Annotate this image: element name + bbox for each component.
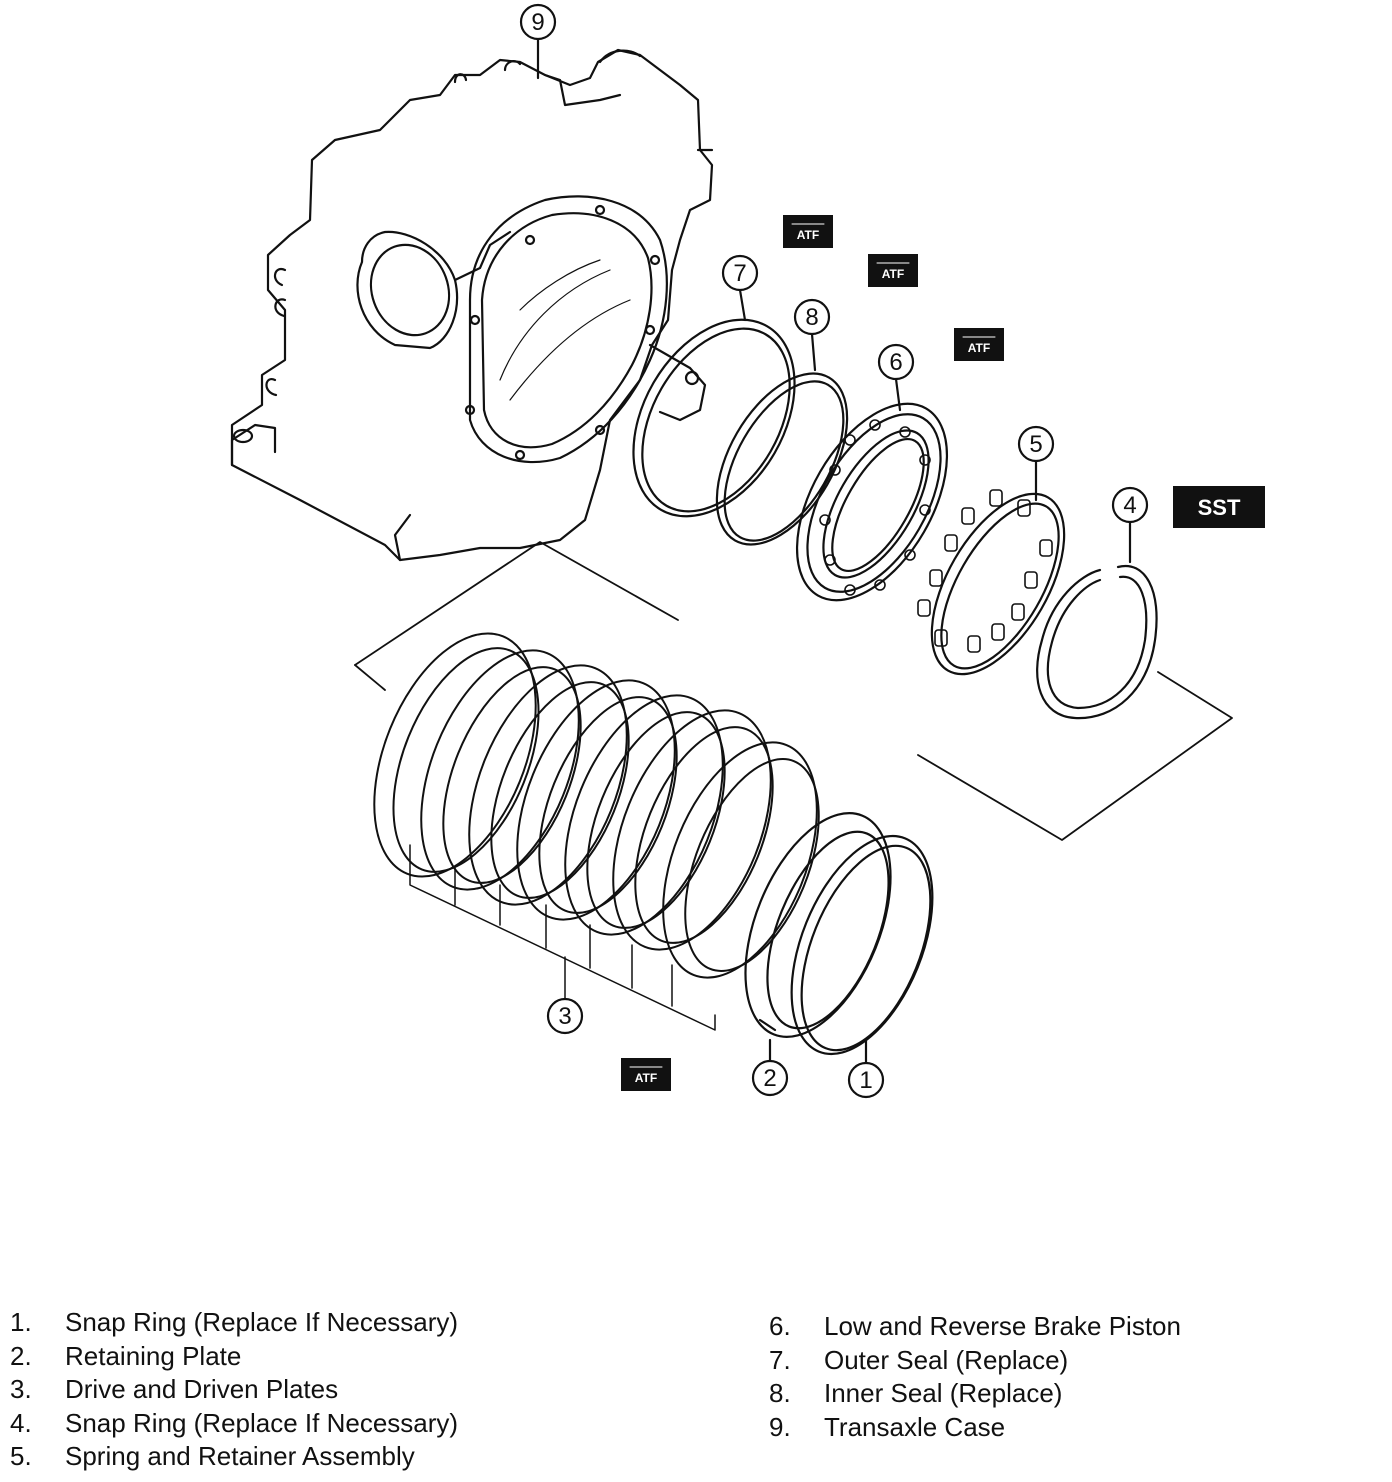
svg-text:2: 2 bbox=[763, 1065, 776, 1092]
svg-text:8: 8 bbox=[805, 304, 818, 331]
legend-number: 2. bbox=[10, 1340, 32, 1371]
svg-text:ATF: ATF bbox=[882, 267, 904, 281]
callout-6: 6 bbox=[877, 343, 915, 412]
svg-text:3: 3 bbox=[558, 1003, 571, 1030]
legend-number: 5. bbox=[10, 1441, 32, 1471]
legend-number: 6. bbox=[769, 1311, 791, 1341]
legend-text: Transaxle Case bbox=[824, 1411, 1006, 1442]
legend-number: 1. bbox=[10, 1307, 32, 1337]
legend-number: 8. bbox=[769, 1378, 791, 1408]
svg-text:ATF: ATF bbox=[797, 228, 819, 242]
legend-text: Snap Ring (Replace If Necessary) bbox=[65, 1407, 459, 1438]
legend-text: Retaining Plate bbox=[65, 1340, 242, 1371]
legend-text: Low and Reverse Brake Piston bbox=[824, 1311, 1181, 1341]
inner-seal bbox=[715, 372, 849, 546]
svg-text:4: 4 bbox=[1123, 492, 1136, 519]
svg-text:7: 7 bbox=[733, 260, 746, 287]
group-bracket bbox=[354, 541, 1233, 841]
legend-number: 3. bbox=[10, 1374, 32, 1404]
svg-text:6: 6 bbox=[889, 349, 902, 376]
legend-item: 7. Outer Seal (Replace) bbox=[769, 1344, 1181, 1378]
legend-left: 1. Snap Ring (Replace If Necessary) 2. Ret… bbox=[10, 1306, 458, 1474]
legend-text: Spring and Retainer Assembly bbox=[65, 1441, 415, 1471]
legend-text: Snap Ring (Replace If Necessary) bbox=[65, 1307, 459, 1337]
snap-ring-4 bbox=[1036, 564, 1158, 720]
svg-text:5: 5 bbox=[1029, 431, 1042, 458]
legend-text: Inner Seal (Replace) bbox=[824, 1378, 1063, 1408]
outer-seal bbox=[632, 318, 796, 518]
callout-8: 8 bbox=[793, 298, 831, 372]
legend-item: 1. Snap Ring (Replace If Necessary) bbox=[10, 1306, 458, 1340]
legend-item: 3. Drive and Driven Plates bbox=[10, 1373, 458, 1407]
brake-piston bbox=[795, 402, 949, 602]
atf-badge-3: ATF bbox=[954, 328, 1004, 361]
snap-ring-1 bbox=[790, 834, 934, 1056]
legend-number: 7. bbox=[769, 1344, 791, 1375]
atf-badge-2: ATF bbox=[868, 254, 918, 287]
callout-7: 7 bbox=[721, 254, 759, 322]
svg-text:ATF: ATF bbox=[635, 1071, 657, 1085]
svg-text:SST: SST bbox=[1198, 495, 1241, 520]
callout-3: 3 bbox=[546, 997, 584, 1035]
legend-text: Drive and Driven Plates bbox=[65, 1374, 339, 1404]
legend-item: 6. Low and Reverse Brake Piston bbox=[769, 1310, 1181, 1344]
legend-number: 9. bbox=[769, 1411, 791, 1442]
retaining-plate bbox=[744, 812, 892, 1038]
callout-9-label: 9 bbox=[531, 9, 544, 36]
spring-retainer bbox=[917, 489, 1066, 676]
sst-badge: SST bbox=[1173, 486, 1265, 528]
callout-2: 2 bbox=[751, 1038, 789, 1097]
legend-item: 5. Spring and Retainer Assembly bbox=[10, 1440, 458, 1474]
legend-item: 4. Snap Ring (Replace If Necessary) bbox=[10, 1407, 458, 1441]
transaxle-case bbox=[230, 48, 714, 562]
legend-item: 9. Transaxle Case bbox=[769, 1411, 1181, 1445]
svg-text:1: 1 bbox=[859, 1067, 872, 1094]
legend-number: 4. bbox=[10, 1407, 32, 1438]
callout-4: 4 bbox=[1111, 486, 1149, 564]
exploded-view-drawing: 9 ATF ATF ATF ATF SST 7 bbox=[230, 3, 1265, 1099]
atf-badge-4: ATF bbox=[621, 1058, 671, 1091]
callout-5: 5 bbox=[1017, 425, 1055, 502]
legend-item: 8. Inner Seal (Replace) bbox=[769, 1377, 1181, 1411]
legend-text: Outer Seal (Replace) bbox=[824, 1344, 1069, 1375]
clutch-plate-stack bbox=[373, 632, 820, 1031]
legend-right: 6. Low and Reverse Brake Piston 7. Outer S… bbox=[769, 1310, 1181, 1444]
callout-1: 1 bbox=[847, 1038, 885, 1099]
legend-item: 2. Retaining Plate bbox=[10, 1340, 458, 1374]
atf-badge-1: ATF bbox=[783, 215, 833, 248]
svg-text:ATF: ATF bbox=[968, 341, 990, 355]
callout-9: 9 bbox=[519, 3, 557, 80]
